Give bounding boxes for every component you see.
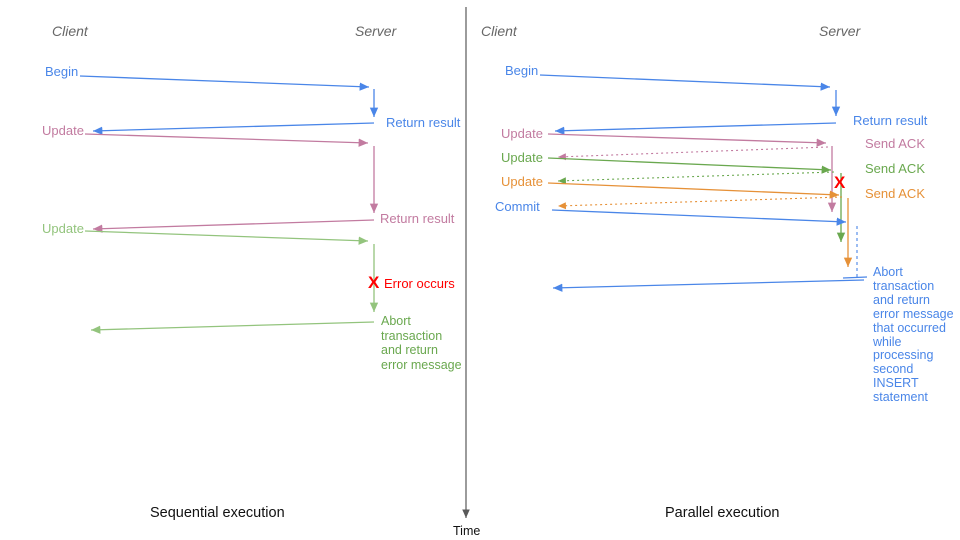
seq-update-2-label: Update <box>42 221 84 236</box>
par-error-x-icon: X <box>834 173 846 192</box>
seq-update-1-request-arrow <box>84 133 369 147</box>
par-abort-message-text: Abort transaction and return error messa… <box>873 265 954 405</box>
par-return-result-label: Return result <box>853 113 928 128</box>
par-send-ack-1-arrow <box>557 146 829 161</box>
par-begin-label: Begin <box>505 63 539 78</box>
time-axis-label: Time <box>453 524 481 538</box>
seq-begin-request-arrow <box>79 75 370 91</box>
seq-return-result-1-label: Return result <box>386 115 461 130</box>
seq-update-1-label: Update <box>42 123 84 138</box>
par-send-ack-3-arrow <box>557 196 843 210</box>
par-caption: Parallel execution <box>665 505 780 521</box>
seq-abort-return-arrow <box>90 321 375 334</box>
par-commit-label: Commit <box>495 199 540 214</box>
seq-return-result-2-label: Return result <box>380 211 455 226</box>
par-server-header: Server <box>819 23 861 39</box>
par-update-3-label: Update <box>501 174 543 189</box>
par-send-ack-3-label: Send ACK <box>865 186 925 201</box>
par-update-3-request-arrow <box>547 182 840 199</box>
par-send-ack-2-arrow <box>557 171 835 185</box>
seq-begin-label: Begin <box>45 64 79 79</box>
par-update-1-request-arrow <box>547 133 827 147</box>
par-client-header: Client <box>481 23 517 39</box>
par-update-1-label: Update <box>501 126 543 141</box>
seq-return-result-2-arrow <box>92 219 375 233</box>
seq-update-2-request-arrow <box>84 230 369 245</box>
seq-error-occurs-label: Error occurs <box>384 276 455 291</box>
par-send-ack-1-label: Send ACK <box>865 136 925 151</box>
par-abort-event-tick <box>842 276 868 279</box>
seq-server-header: Server <box>355 23 397 39</box>
seq-caption: Sequential execution <box>150 505 285 521</box>
par-send-ack-2-label: Send ACK <box>865 161 925 176</box>
seq-abort-message-text: Abort transaction and return error messa… <box>381 314 462 372</box>
seq-return-result-1-arrow <box>92 122 375 135</box>
par-commit-request-arrow <box>551 209 847 226</box>
seq-client-header: Client <box>52 23 88 39</box>
par-return-result-arrow <box>554 122 837 135</box>
par-update-2-request-arrow <box>547 157 832 174</box>
par-begin-request-arrow <box>539 74 831 91</box>
par-abort-return-arrow <box>552 279 865 292</box>
par-update-2-label: Update <box>501 150 543 165</box>
seq-error-x-icon: X <box>368 273 380 292</box>
